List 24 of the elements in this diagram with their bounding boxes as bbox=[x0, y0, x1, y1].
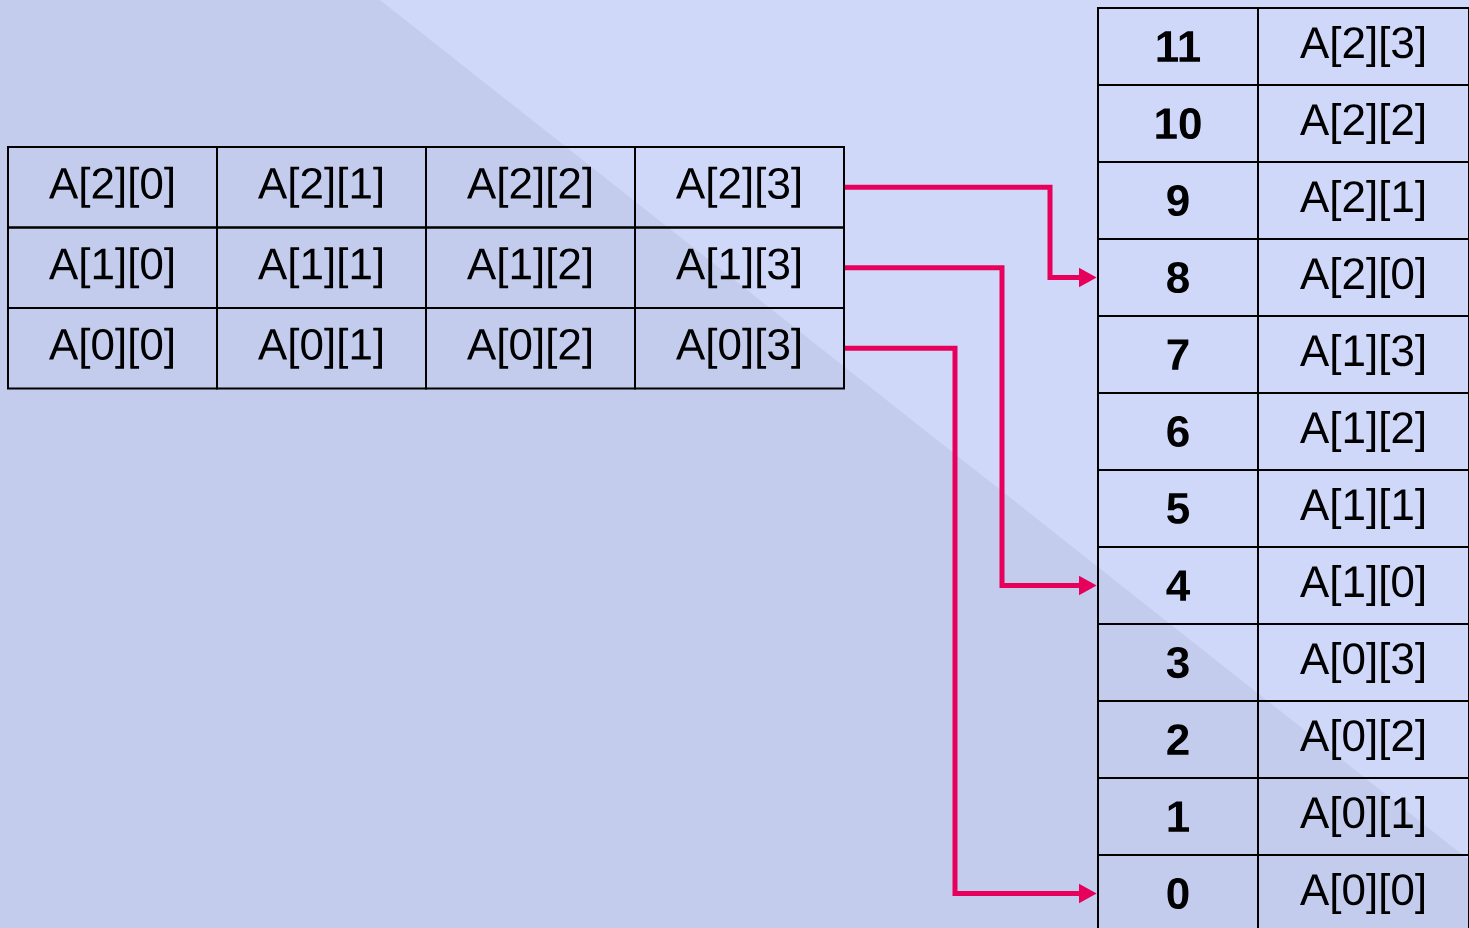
table-cell: A[0][1] bbox=[216, 307, 427, 390]
table-cell: A[1][2] bbox=[425, 226, 636, 309]
memory-row: 2 A[0][2] bbox=[1097, 700, 1469, 779]
memory-row: 7 A[1][3] bbox=[1097, 315, 1469, 394]
memory-row: 3 A[0][3] bbox=[1097, 623, 1469, 702]
memory-row: 6 A[1][2] bbox=[1097, 392, 1469, 471]
table-cell: A[1][0] bbox=[7, 226, 218, 309]
table-cell: A[0][3] bbox=[634, 307, 845, 390]
table-cell: A[2][1] bbox=[216, 146, 427, 229]
table-cell: A[1][1] bbox=[216, 226, 427, 309]
memory-row: 4 A[1][0] bbox=[1097, 546, 1469, 625]
memory-row: 0 A[0][0] bbox=[1097, 854, 1469, 928]
memory-row: 8 A[2][0] bbox=[1097, 238, 1469, 317]
table-cell: A[0][0] bbox=[7, 307, 218, 390]
memory-row: 10 A[2][2] bbox=[1097, 84, 1469, 163]
memory-row: 5 A[1][1] bbox=[1097, 469, 1469, 548]
memory-row: 9 A[2][1] bbox=[1097, 161, 1469, 240]
table-cell: A[2][2] bbox=[425, 146, 636, 229]
table-cell: A[2][0] bbox=[7, 146, 218, 229]
memory-row: 11 A[2][3] bbox=[1097, 7, 1469, 86]
table-cell: A[1][3] bbox=[634, 226, 845, 309]
table-cell: A[0][2] bbox=[425, 307, 636, 390]
memory-row: 1 A[0][1] bbox=[1097, 777, 1469, 856]
table-cell: A[2][3] bbox=[634, 146, 845, 229]
